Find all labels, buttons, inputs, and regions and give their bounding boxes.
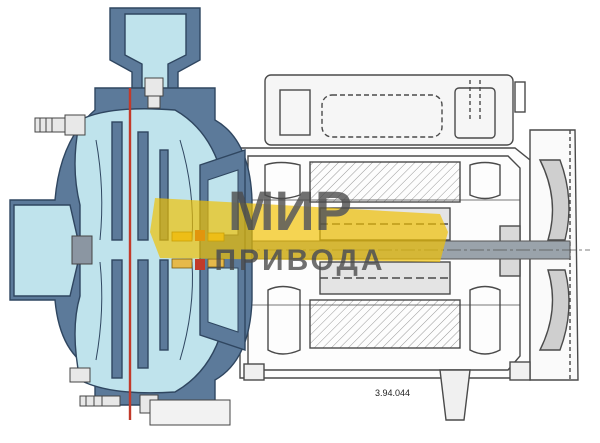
- impeller-nut: [71, 235, 93, 265]
- fan-blade-lower: [538, 269, 570, 351]
- priming-plug: [34, 114, 86, 136]
- watermark-logo: МИР ПРИВОДА: [150, 179, 448, 277]
- drain-plug: [69, 367, 121, 407]
- motor-feet: [243, 361, 531, 421]
- watermark-ribbon: [150, 198, 448, 262]
- pump-foot: [149, 399, 231, 426]
- casing-bolt-top: [144, 77, 164, 109]
- fasteners: [34, 77, 231, 426]
- terminal-box: [264, 74, 526, 146]
- suction-passage: [13, 204, 79, 297]
- drawing-number: 3.94.044: [375, 388, 410, 398]
- impeller-stages: [111, 121, 169, 379]
- watermark-line-2: ПРИВОДА: [214, 244, 385, 277]
- watermark-line-1: МИР: [228, 179, 352, 242]
- fan-blade-upper: [538, 159, 570, 241]
